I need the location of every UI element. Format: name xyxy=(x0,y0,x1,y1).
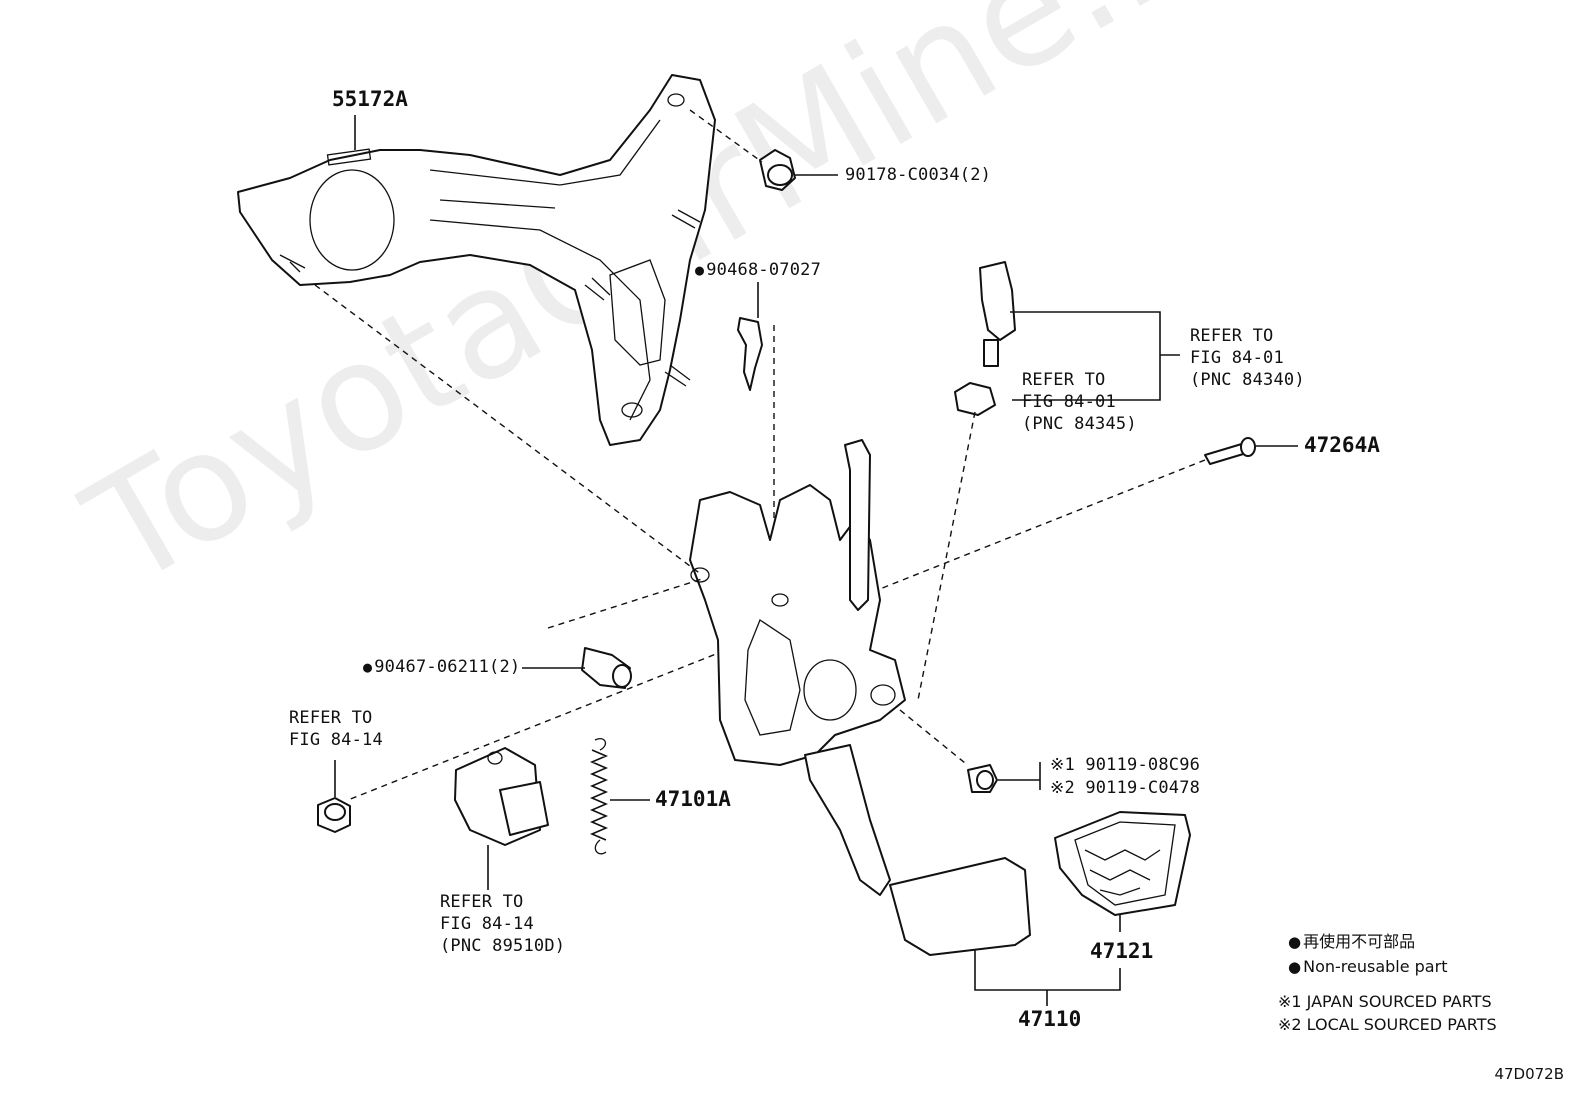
bracket-55172A-drawing xyxy=(237,74,716,446)
ref-line: FIG 84-01 xyxy=(1022,392,1116,412)
label-47264A: 47264A xyxy=(1304,433,1380,457)
pedal-bracket-drawing xyxy=(689,439,906,766)
bush-drawing xyxy=(317,797,351,833)
pedal-arm-drawing xyxy=(804,744,1031,956)
label-47101A: 47101A xyxy=(655,787,731,811)
label-90119-C0478: ※2 90119-C0478 xyxy=(1050,778,1201,798)
pedal-pad-drawing xyxy=(1054,811,1191,916)
diagram-code: 47D072B xyxy=(1494,1065,1564,1083)
ref-line: (PNC 84345) xyxy=(1022,414,1137,434)
label-47110: 47110 xyxy=(1018,1007,1082,1031)
legend-non-reusable-en: Non-reusable part xyxy=(1288,955,1447,979)
bolt-90467-drawing xyxy=(581,647,632,689)
label-90178-C0034: 90178-C0034(2) xyxy=(845,165,992,185)
legend-local-sourced: ※2 LOCAL SOURCED PARTS xyxy=(1278,1015,1497,1034)
pedal-sensor-drawing xyxy=(454,747,549,846)
label-47121: 47121 xyxy=(1090,939,1154,963)
ref-line: REFER TO xyxy=(289,708,373,728)
ref-line: (PNC 89510D) xyxy=(440,936,566,956)
label-55172A: 55172A xyxy=(332,87,408,111)
ref-line: FIG 84-01 xyxy=(1190,348,1284,368)
label-90468-07027: 90468-07027 xyxy=(695,259,821,281)
bolt-90119-drawing xyxy=(967,764,998,793)
spring-47101A-drawing xyxy=(589,738,609,855)
legend-japan-sourced: ※1 JAPAN SOURCED PARTS xyxy=(1278,992,1492,1011)
nut-90178-drawing xyxy=(759,149,796,191)
legend-non-reusable-jp: 再使用不可部品 xyxy=(1288,930,1415,954)
label-90119-08C96: ※1 90119-08C96 xyxy=(1050,755,1201,775)
pin-47264A-drawing xyxy=(1204,437,1256,465)
ref-line: REFER TO xyxy=(1022,370,1106,390)
ref-line: FIG 84-14 xyxy=(440,914,534,934)
label-90467-06211: 90467-06211(2) xyxy=(363,656,520,678)
ref-line: REFER TO xyxy=(1190,326,1274,346)
cushion-drawing xyxy=(954,382,996,416)
ref-line: FIG 84-14 xyxy=(289,730,383,750)
clip-90468-drawing xyxy=(737,317,763,391)
ref-line: REFER TO xyxy=(440,892,524,912)
ref-line: (PNC 84340) xyxy=(1190,370,1305,390)
stop-lamp-switch-drawing xyxy=(979,261,1016,367)
